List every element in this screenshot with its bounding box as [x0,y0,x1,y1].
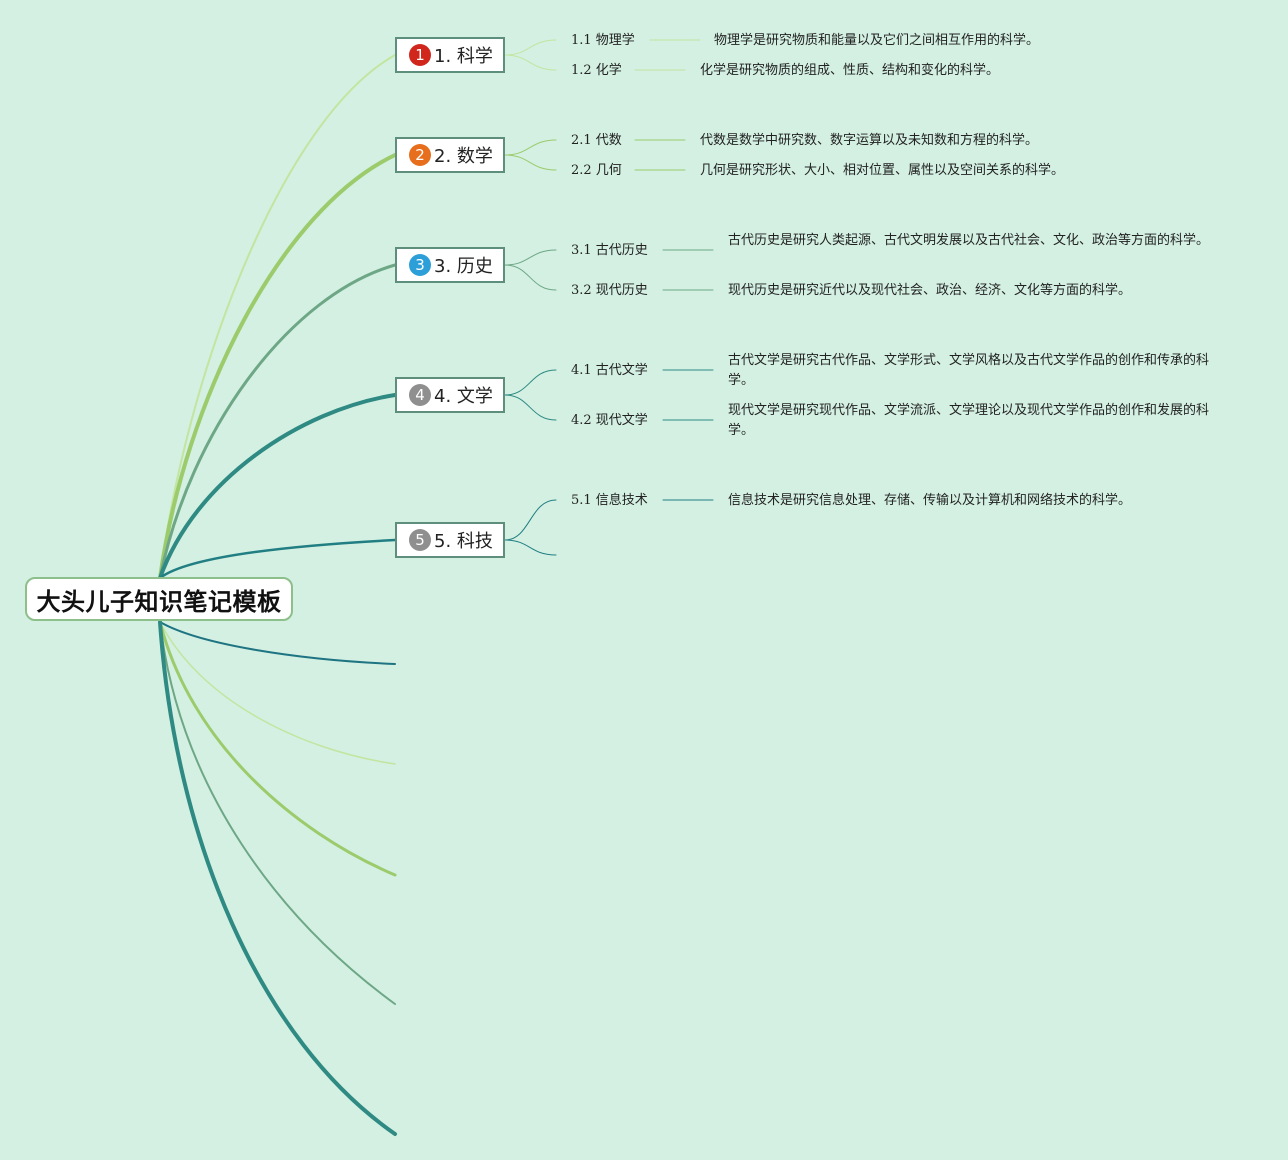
description-modern-history[interactable]: 现代历史是研究近代以及现代社会、政治、经济、文化等方面的科学。 [728,283,1132,298]
subtopic-physics[interactable]: 1.1 物理学 [571,33,635,48]
priority-4-icon: 4 [409,384,431,406]
branch-topic-science[interactable]: 1 1. 科学 [395,37,505,73]
branch-label: 5. 科技 [434,531,493,552]
sub-connector-2-2 [504,154,557,171]
description-information-technology[interactable]: 信息技术是研究信息处理、存储、传输以及计算机和网络技术的科学。 [728,493,1132,508]
branch-line-10 [158,620,397,1136]
subtopic-information-technology[interactable]: 5.1 信息技术 [571,493,648,508]
branch-label: 1. 科学 [434,46,493,67]
branch-line-2 [158,153,397,580]
branch-topic-history[interactable]: 3 3. 历史 [395,247,505,283]
branch-line-6 [159,621,396,665]
branch-label: 3. 历史 [434,256,493,277]
sub-connector-2-1 [504,139,557,156]
description-algebra[interactable]: 代数是数学中研究数、数字运算以及未知数和方程的科学。 [700,133,1039,148]
branch-label: 2. 数学 [434,146,493,167]
branch-line-7 [159,621,396,765]
sub-connector-1-1 [504,39,557,56]
branch-line-9 [159,621,396,1005]
branch-line-5 [158,538,397,580]
branch-topic-math[interactable]: 2 2. 数学 [395,137,505,173]
priority-5-icon: 5 [409,529,431,551]
subtopic-chemistry[interactable]: 1.2 化学 [571,63,622,78]
sub-connector-3-1 [504,249,557,266]
subtopic-geometry[interactable]: 2.2 几何 [571,163,622,178]
sub-connector-3-2 [504,264,557,291]
sub-connector-1-2 [504,54,557,71]
sub-connector-5-1 [504,499,557,541]
subtopic-ancient-history[interactable]: 3.1 古代历史 [571,243,648,258]
sub-connector-5-2 [504,539,557,556]
sub-connector-4-1 [504,369,557,396]
branch-line-3 [158,263,397,580]
branch-topic-literature[interactable]: 4 4. 文学 [395,377,505,413]
root-topic-label: 大头儿子知识笔记模板 [36,587,282,616]
branch-topic-technology[interactable]: 5 5. 科技 [395,522,505,558]
description-physics[interactable]: 物理学是研究物质和能量以及它们之间相互作用的科学。 [714,33,1040,48]
subtopic-modern-literature[interactable]: 4.2 现代文学 [571,413,648,428]
description-chemistry[interactable]: 化学是研究物质的组成、性质、结构和变化的科学。 [700,63,1000,78]
subtopic-ancient-literature[interactable]: 4.1 古代文学 [571,363,648,378]
sub-connector-4-2 [504,394,557,421]
description-ancient-history[interactable]: 古代历史是研究人类起源、古代文明发展以及古代社会、文化、政治等方面的科学。 [728,233,1210,248]
priority-3-icon: 3 [409,254,431,276]
subtopic-algebra[interactable]: 2.1 代数 [571,133,622,148]
description-ancient-literature[interactable]: 古代文学是研究古代作品、文学形式、文学风格以及古代文学作品的创作和传承的科学。 [728,353,1210,388]
branch-label: 4. 文学 [434,386,493,407]
description-geometry[interactable]: 几何是研究形状、大小、相对位置、属性以及空间关系的科学。 [700,163,1065,178]
priority-2-icon: 2 [409,144,431,166]
branch-line-4 [158,393,397,580]
priority-1-icon: 1 [409,44,431,66]
branch-line-8 [158,620,397,877]
subtopic-modern-history[interactable]: 3.2 现代历史 [571,283,648,298]
branch-line-1 [159,54,396,579]
root-topic[interactable]: 大头儿子知识笔记模板 [25,577,293,621]
description-modern-literature[interactable]: 现代文学是研究现代作品、文学流派、文学理论以及现代文学作品的创作和发展的科学。 [728,403,1210,438]
